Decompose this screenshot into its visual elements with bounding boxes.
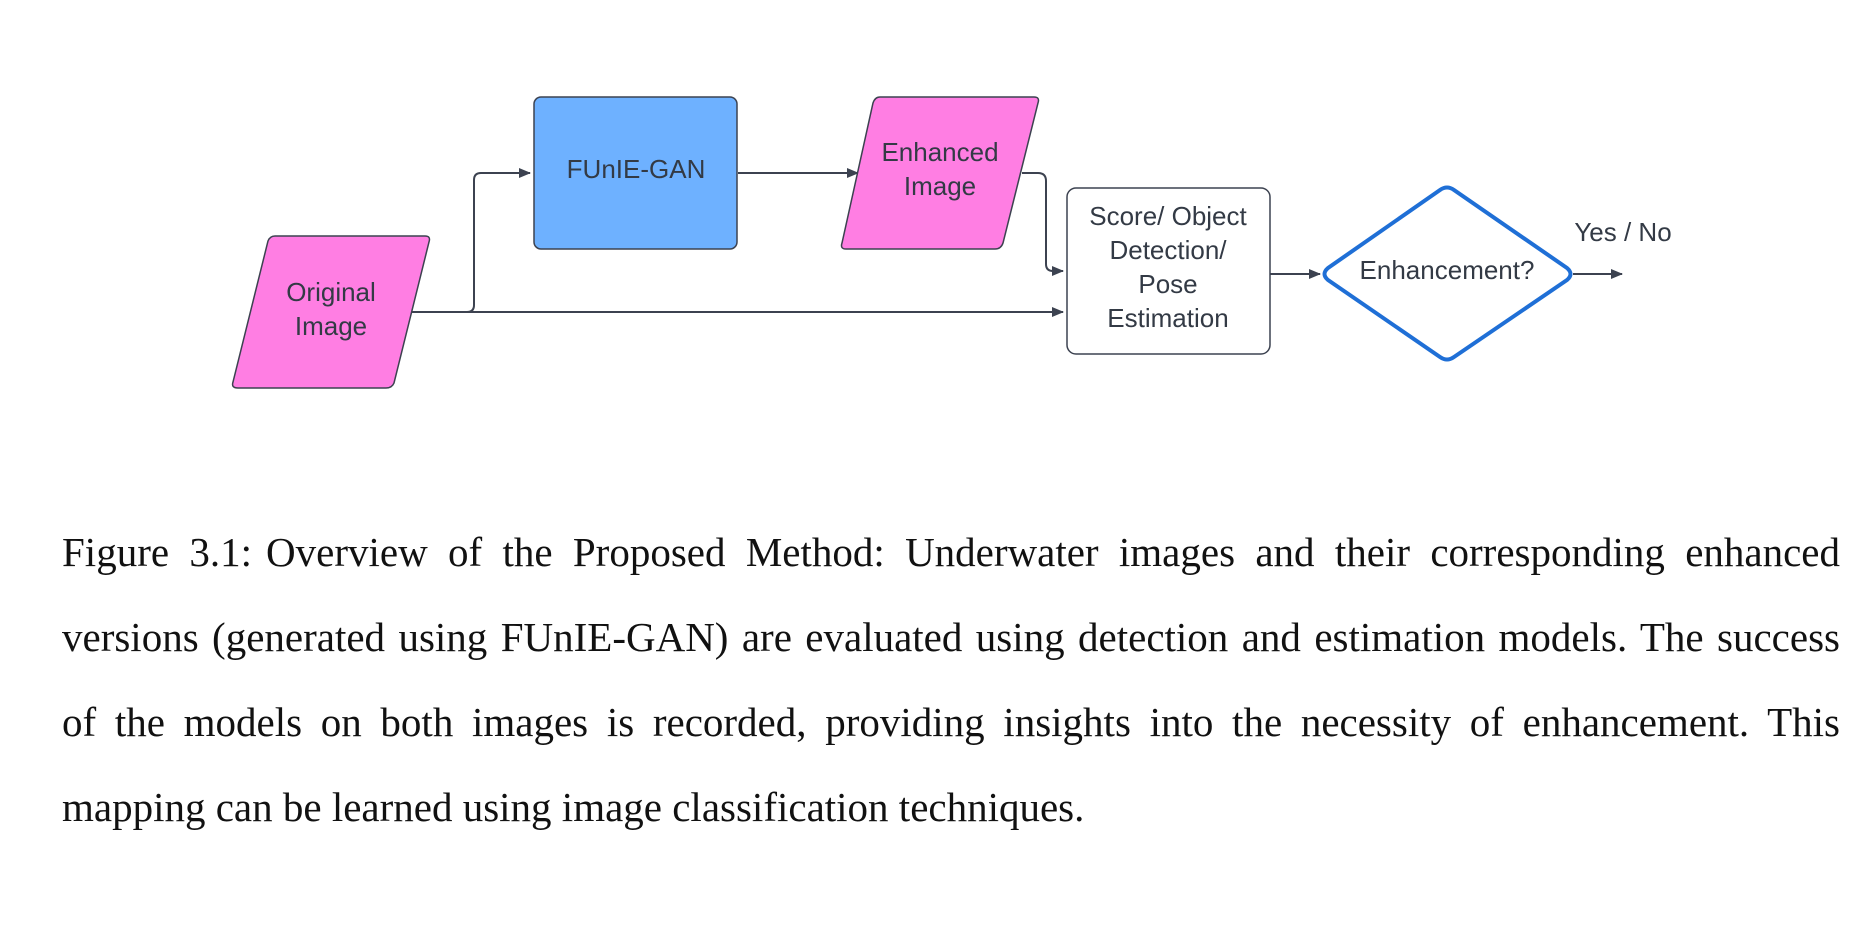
original-image-label-line2: Image — [295, 311, 367, 341]
enhanced-image-shape — [840, 96, 1040, 250]
decision-shape — [1322, 185, 1573, 362]
score-label-line2: Detection/ — [1109, 235, 1227, 265]
funie-gan-shape — [533, 96, 738, 250]
original-image-label-line1: Original — [286, 277, 376, 307]
score-label-line3: Pose — [1138, 269, 1197, 299]
node-enhanced-image: Enhanced Image — [840, 96, 1040, 250]
node-decision: Enhancement? — [1322, 185, 1573, 362]
figure-number: Figure 3.1: — [62, 529, 253, 575]
figure-caption: Figure 3.1:Overview of the Proposed Meth… — [62, 510, 1840, 850]
decision-label: Enhancement? — [1360, 255, 1535, 285]
score-label-line1: Score/ Object — [1089, 201, 1247, 231]
connector-enhanced-to-score — [1022, 172, 1064, 276]
score-label-line4: Estimation — [1107, 303, 1228, 333]
original-image-shape — [231, 235, 431, 389]
node-original-image: Original Image — [231, 235, 431, 389]
score-detection-shape — [1066, 187, 1271, 355]
flow-diagram: Original Image FUnIE-GAN Enhanced Image … — [231, 96, 1672, 389]
enhanced-image-label-line1: Enhanced — [881, 137, 998, 167]
connectors — [412, 168, 1623, 317]
connector-original-to-funie-gan — [412, 168, 531, 313]
caption-text: Overview of the Proposed Method: Underwa… — [62, 529, 1840, 830]
output-label: Yes / No — [1574, 217, 1671, 247]
node-funie-gan: FUnIE-GAN — [533, 96, 738, 250]
enhanced-image-label-line2: Image — [904, 171, 976, 201]
funie-gan-label: FUnIE-GAN — [567, 154, 706, 184]
node-score-detection: Score/ Object Detection/ Pose Estimation — [1066, 187, 1271, 355]
